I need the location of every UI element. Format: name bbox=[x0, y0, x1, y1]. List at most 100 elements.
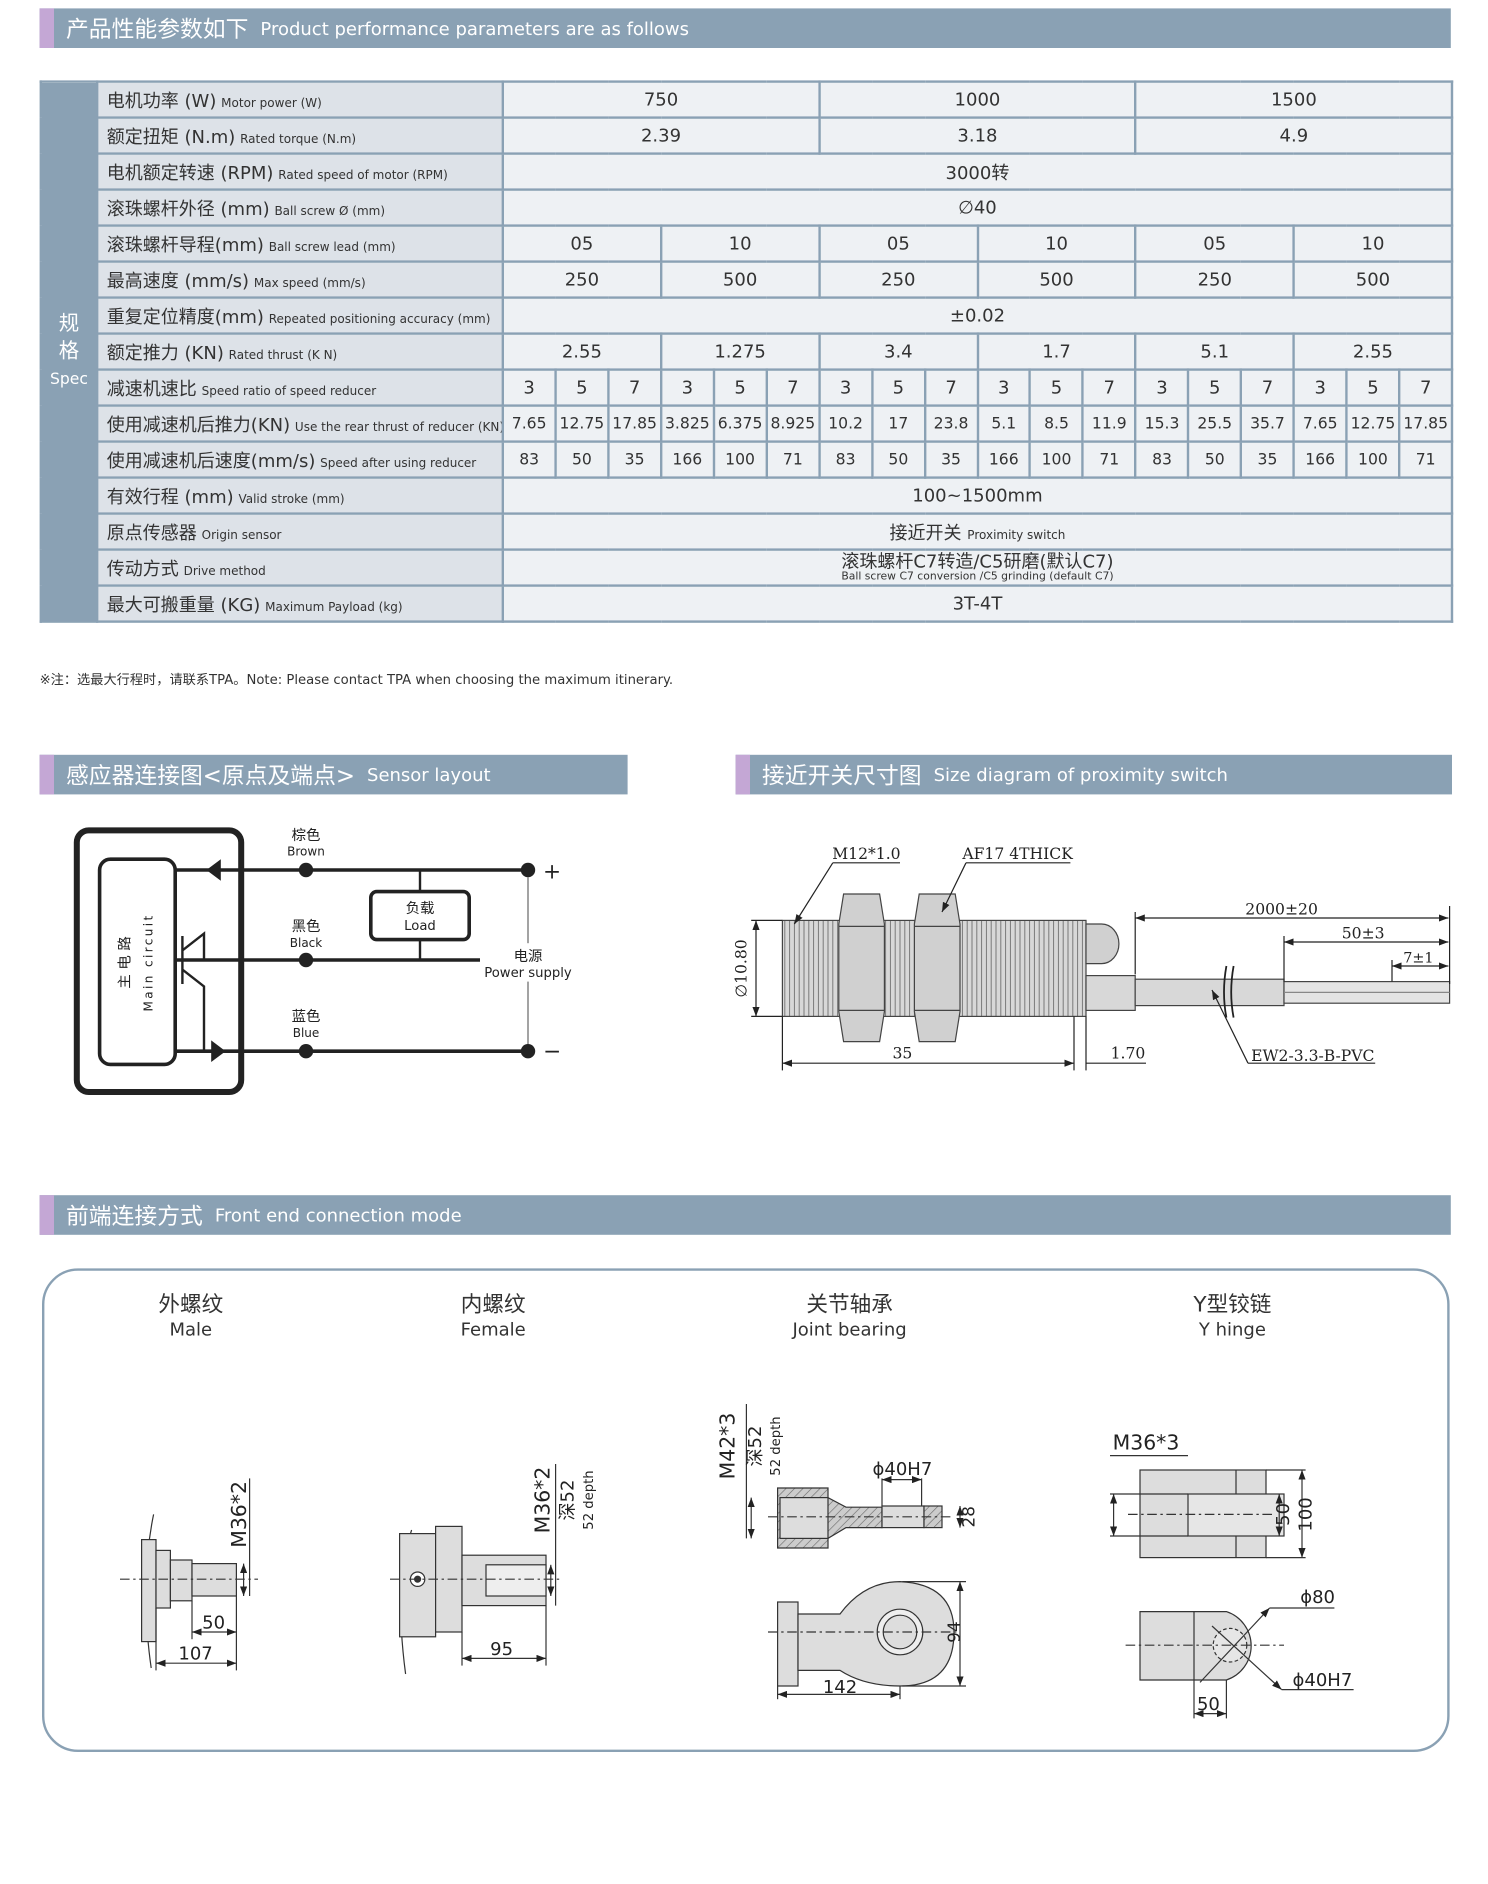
param-label-en: Motor power (W) bbox=[221, 96, 322, 110]
main-circuit-en: Main circuit bbox=[141, 913, 155, 1011]
param-value-text: 50 bbox=[888, 450, 909, 469]
param-value-text: 5 bbox=[734, 376, 746, 399]
nut bbox=[913, 893, 961, 1043]
joint-thread-label: M42*3 bbox=[715, 1413, 739, 1480]
param-label: 额定扭矩 (N.m)Rated torque (N.m) bbox=[96, 116, 505, 155]
yhinge-thread-label: M36*3 bbox=[1113, 1431, 1180, 1455]
param-value-text: 500 bbox=[1039, 268, 1074, 291]
param-label-en: Max speed (mm/s) bbox=[253, 276, 366, 290]
param-value: 35 bbox=[1239, 440, 1296, 479]
joint-bore-label: ϕ40H7 bbox=[873, 1459, 933, 1480]
param-value-text: 接近开关 bbox=[889, 521, 962, 543]
param-value: 100 bbox=[1345, 440, 1401, 479]
param-label: 重复定位精度(mm)Repeated positioning accuracy … bbox=[96, 296, 505, 335]
param-value: 5 bbox=[554, 368, 610, 407]
param-value: 7 bbox=[1398, 368, 1454, 407]
param-value: 166 bbox=[659, 440, 715, 479]
section-header-front: 前端连接方式 Front end connection mode bbox=[39, 1195, 1451, 1235]
param-value-text: 3 bbox=[1314, 376, 1326, 399]
yhinge-bore-label: ϕ40H7 bbox=[1293, 1670, 1353, 1691]
param-value: 166 bbox=[976, 440, 1032, 479]
spec-cn: 格 bbox=[58, 339, 80, 363]
param-value-text: 7 bbox=[1103, 376, 1115, 399]
param-value-text: 2.55 bbox=[561, 340, 602, 363]
param-label-cn: 重复定位精度(mm) bbox=[106, 305, 264, 327]
black-en: Black bbox=[290, 936, 323, 950]
param-value: 71 bbox=[765, 440, 821, 479]
section-header-proximity: 接近开关尺寸图 Size diagram of proximity switch bbox=[735, 754, 1452, 795]
param-value-text: 1.7 bbox=[1042, 340, 1071, 363]
param-value-text: 166 bbox=[672, 450, 703, 469]
param-value-text: 5 bbox=[1050, 376, 1063, 399]
param-value: 5 bbox=[1345, 368, 1401, 407]
param-value-text: 166 bbox=[1305, 450, 1336, 469]
mode-title-cn: 内螺纹 bbox=[460, 1292, 526, 1318]
param-value: 25.5 bbox=[1187, 404, 1243, 443]
param-label-cn: 有效行程 (mm) bbox=[106, 485, 234, 508]
param-value: 5 bbox=[712, 368, 768, 407]
load-cn: 负载 bbox=[406, 900, 435, 917]
param-value-text: 7 bbox=[945, 376, 957, 399]
param-label-cn: 使用减速机后推力(KN) bbox=[106, 413, 291, 436]
param-value-text: 5 bbox=[1209, 376, 1221, 399]
param-value: 17.85 bbox=[1398, 404, 1454, 443]
param-value: 11.9 bbox=[1081, 404, 1137, 443]
mode-title-en: Y hinge bbox=[1198, 1318, 1266, 1341]
param-value-text: 71 bbox=[1415, 450, 1436, 469]
spec-cn: 规 bbox=[58, 311, 80, 336]
param-label: 传动方式 Drive method bbox=[96, 548, 505, 587]
param-value: 6.375 bbox=[712, 404, 768, 443]
param-label-en: Drive method bbox=[183, 564, 266, 578]
param-value-text: 05 bbox=[1203, 232, 1227, 255]
param-label: 使用减速机后速度(mm/s)Speed after using reducer bbox=[96, 440, 505, 479]
param-value: 50 bbox=[554, 440, 610, 479]
param-value-text: 7 bbox=[628, 376, 641, 399]
param-value-text: 500 bbox=[722, 268, 758, 291]
param-value-text: 750 bbox=[643, 88, 679, 111]
param-value-text: 71 bbox=[782, 450, 803, 469]
load-en: Load bbox=[404, 919, 436, 934]
yhinge-dim-a: 50 bbox=[1273, 1503, 1294, 1526]
param-value: 05 bbox=[501, 224, 663, 263]
param-value-text: ±0.02 bbox=[949, 304, 1006, 327]
break-mark bbox=[1223, 965, 1235, 1018]
param-value-text: 5 bbox=[1367, 376, 1379, 399]
param-value-text: 3 bbox=[1156, 376, 1168, 399]
param-value: 3.4 bbox=[818, 332, 979, 371]
param-value: 5 bbox=[1028, 368, 1085, 407]
param-value: 10 bbox=[1292, 224, 1454, 263]
param-label-cn: 电机功率 (W) bbox=[106, 89, 217, 112]
param-value-text: 1500 bbox=[1270, 88, 1317, 111]
param-value: 5.1 bbox=[976, 404, 1032, 443]
param-value: 50 bbox=[870, 440, 926, 479]
param-value-text: 05 bbox=[570, 232, 594, 255]
header-title-en: Sensor layout bbox=[367, 763, 491, 786]
joint-width-label: 28 bbox=[958, 1506, 978, 1527]
param-value-text: 50 bbox=[1204, 450, 1225, 469]
param-label: 有效行程 (mm)Valid stroke (mm) bbox=[96, 476, 505, 515]
param-value: 12.75 bbox=[554, 404, 610, 443]
female-depth-cn: 深52 bbox=[558, 1480, 579, 1521]
param-label: 额定推力 (KN)Rated thrust (K N) bbox=[96, 332, 505, 371]
param-value: 50 bbox=[1187, 440, 1243, 479]
param-value: 71 bbox=[1081, 440, 1137, 479]
spec-row: 最大可搬重量 (KG)Maximum Payload (kg)3T-4T bbox=[41, 584, 1454, 623]
param-value-text: 8.925 bbox=[770, 414, 816, 433]
param-value-text: 3 bbox=[681, 376, 694, 399]
mode-title-cn: 外螺纹 bbox=[158, 1292, 224, 1318]
param-value: 100~1500mm bbox=[501, 476, 1454, 515]
spec-row: 重复定位精度(mm)Repeated positioning accuracy … bbox=[41, 296, 1454, 335]
nut bbox=[838, 893, 886, 1043]
param-value-text: 3.18 bbox=[957, 124, 998, 147]
param-value-text: 50 bbox=[571, 450, 592, 469]
param-value-text: 100~1500mm bbox=[912, 484, 1043, 507]
thread-label: M12*1.0 bbox=[832, 845, 900, 863]
param-value-text: 25.5 bbox=[1197, 414, 1233, 433]
param-label-cn: 额定推力 (KN) bbox=[106, 341, 224, 363]
param-value: 23.8 bbox=[923, 404, 979, 443]
param-label-cn: 传动方式 bbox=[106, 557, 179, 579]
param-value-text: 83 bbox=[1152, 450, 1172, 469]
param-value: 3.825 bbox=[659, 404, 715, 443]
